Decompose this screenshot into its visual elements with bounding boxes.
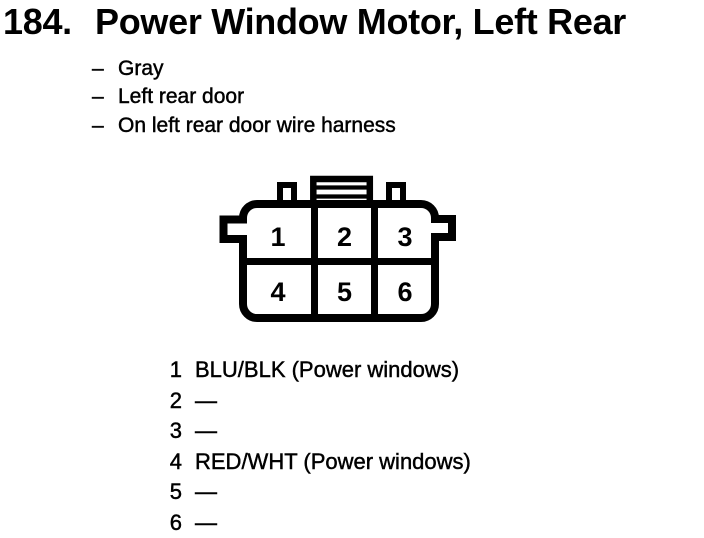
- pin-wire-label: —: [195, 477, 217, 508]
- pin-row: 1 BLU/BLK (Power windows): [150, 355, 471, 386]
- cavity-number-5: 5: [337, 277, 352, 307]
- pin-number: 1: [150, 355, 182, 386]
- cavity-number-3: 3: [397, 222, 412, 252]
- pin-number: 5: [150, 477, 182, 508]
- cavity-number-1: 1: [270, 222, 285, 252]
- pin-list: 1 BLU/BLK (Power windows) 2 — 3 — 4 RED/…: [150, 355, 471, 538]
- pin-row: 5 —: [150, 477, 471, 508]
- pin-number: 6: [150, 508, 182, 538]
- pin-wire-label: RED/WHT (Power windows): [195, 447, 471, 478]
- pin-wire-label: —: [195, 508, 217, 538]
- pin-wire-label: —: [195, 416, 217, 447]
- pin-row: 3 —: [150, 416, 471, 447]
- pin-number: 2: [150, 386, 182, 417]
- cavity-number-4: 4: [270, 277, 285, 307]
- pin-row: 6 —: [150, 508, 471, 538]
- pin-row: 4 RED/WHT (Power windows): [150, 447, 471, 478]
- pin-wire-label: BLU/BLK (Power windows): [195, 355, 459, 386]
- pin-row: 2 —: [150, 386, 471, 417]
- pin-number: 3: [150, 416, 182, 447]
- pin-wire-label: —: [195, 386, 217, 417]
- cavity-number-2: 2: [337, 222, 352, 252]
- cavity-number-6: 6: [397, 277, 412, 307]
- pin-number: 4: [150, 447, 182, 478]
